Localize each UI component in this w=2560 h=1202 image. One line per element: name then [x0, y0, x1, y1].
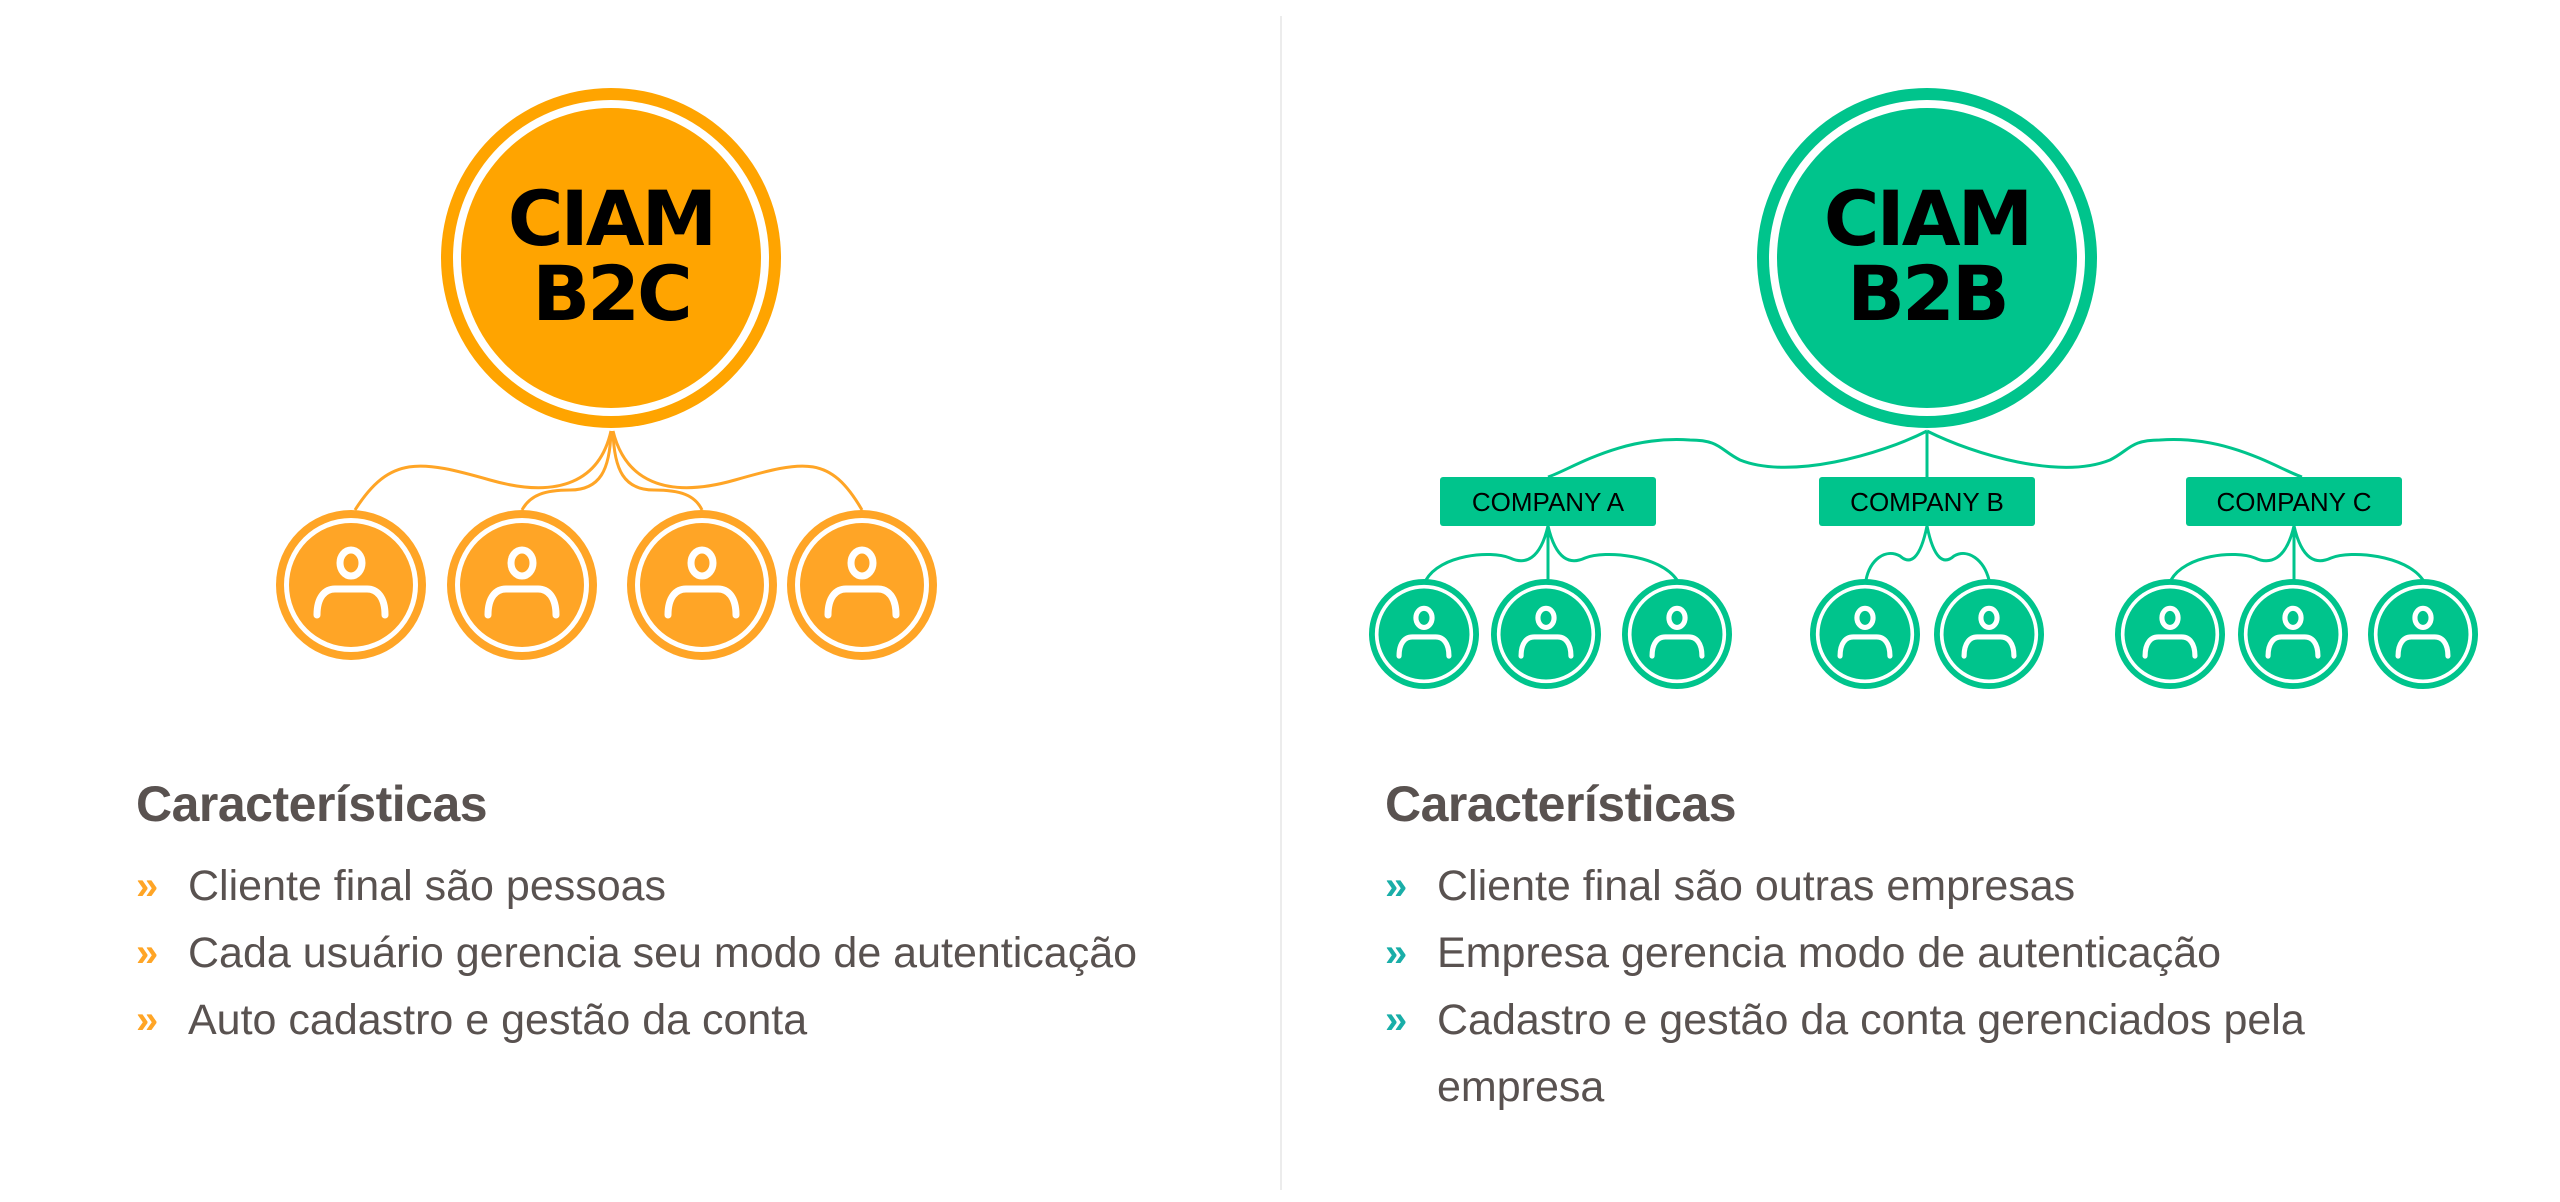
b2b-feature-item: » Empresa gerencia modo de autenticação — [1385, 920, 2405, 987]
b2b-feature-item: » Cadastro e gestão da conta gerenciados … — [1385, 987, 2397, 1121]
user-node — [1622, 579, 1732, 689]
user-node — [1810, 579, 1920, 689]
company-b-label: COMPANY B — [1850, 487, 2004, 517]
b2c-feature-item: » Cada usuário gerencia seu modo de auten… — [136, 920, 1137, 987]
ciam-diagram: CIAM B2C CIAM B2B COMPANY A COMPANY B CO… — [276, 88, 2478, 689]
user-icon — [824, 546, 900, 619]
chevron-double-right-icon: » — [136, 931, 159, 975]
feature-text: Auto cadastro e gestão da conta — [188, 996, 808, 1044]
user-icon — [1518, 605, 1574, 659]
b2b-feature-item: » Cliente final são outras empresas — [1385, 853, 2405, 920]
user-node — [1934, 579, 2044, 689]
user-node — [447, 510, 597, 660]
b2c-features-heading: Características — [136, 776, 488, 832]
b2c-feature-item: » Auto cadastro e gestão da conta — [136, 987, 1137, 1054]
user-icon — [1396, 605, 1452, 659]
chevron-double-right-icon: » — [1385, 864, 1408, 908]
feature-text: Cadastro e gestão da conta gerenciados p… — [1437, 996, 2305, 1111]
chevron-double-right-icon: » — [1385, 931, 1408, 975]
user-node — [2368, 579, 2478, 689]
ciam-b2c-circle: CIAM B2C — [441, 88, 781, 428]
user-node — [1369, 579, 1479, 689]
chevron-double-right-icon: » — [136, 864, 159, 908]
user-icon — [1961, 605, 2017, 659]
user-node — [276, 510, 426, 660]
user-icon — [2142, 605, 2198, 659]
chevron-double-right-icon: » — [136, 998, 159, 1042]
feature-text: Cliente final são pessoas — [188, 862, 667, 910]
user-icon — [664, 546, 740, 619]
company-c-label: COMPANY C — [2216, 487, 2371, 517]
company-a-label: COMPANY A — [1472, 487, 1625, 517]
user-icon — [2265, 605, 2321, 659]
ciam-b2b-circle: CIAM B2B — [1757, 88, 2097, 428]
user-icon — [484, 546, 560, 619]
company-a-box: COMPANY A — [1440, 477, 1656, 526]
chevron-double-right-icon: » — [1385, 998, 1408, 1042]
user-node — [787, 510, 937, 660]
company-c-box: COMPANY C — [2186, 477, 2402, 526]
user-icon — [313, 546, 389, 619]
user-icon — [2395, 605, 2451, 659]
feature-text: Cliente final são outras empresas — [1437, 862, 2076, 910]
b2c-feature-item: » Cliente final são pessoas — [136, 853, 1137, 920]
b2c-title-line2: B2C — [532, 249, 690, 338]
b2c-connectors — [353, 430, 864, 511]
b2b-connectors — [1424, 429, 2425, 581]
feature-text: Cada usuário gerencia seu modo de autent… — [188, 929, 1138, 977]
user-node — [627, 510, 777, 660]
b2b-features: Características » Cliente final são outra… — [1385, 775, 2405, 1121]
user-icon — [1837, 605, 1893, 659]
user-icon — [1649, 605, 1705, 659]
b2c-title-line1: CIAM — [508, 174, 715, 263]
feature-text: Empresa gerencia modo de autenticação — [1437, 929, 2222, 977]
user-node — [1491, 579, 1601, 689]
user-node — [2115, 579, 2225, 689]
company-b-box: COMPANY B — [1819, 477, 2035, 526]
b2b-features-heading: Características — [1385, 776, 1737, 832]
user-node — [2238, 579, 2348, 689]
b2b-title-line2: B2B — [1847, 249, 2007, 338]
b2b-title-line1: CIAM — [1824, 174, 2031, 263]
b2c-features: Características » Cliente final são pesso… — [136, 775, 1137, 1054]
section-divider — [1280, 16, 1282, 1190]
